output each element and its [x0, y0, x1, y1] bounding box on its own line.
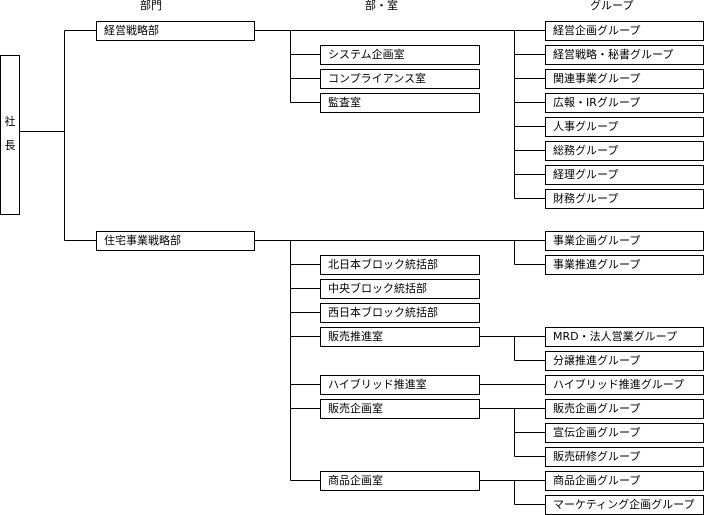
- department-box: 北日本ブロック統括部: [320, 255, 480, 275]
- division-box: 経営戦略部: [96, 21, 255, 41]
- department-box: 監査室: [320, 93, 480, 113]
- president-label-1: 社: [4, 115, 16, 128]
- group-box: ハイブリッド推進グループ: [545, 375, 704, 395]
- header-groups: グループ: [590, 0, 634, 12]
- department-box: 販売企画室: [320, 399, 480, 419]
- group-box: 販売研修グループ: [545, 447, 704, 467]
- group-box: 商品企画グループ: [545, 471, 704, 491]
- group-box: 人事グループ: [545, 117, 704, 137]
- group-box: 総務グループ: [545, 141, 704, 161]
- group-box: 分譲推進グループ: [545, 351, 704, 371]
- department-box: 商品企画室: [320, 471, 480, 491]
- header-departments: 部・室: [365, 0, 398, 12]
- president-box: 社 長: [0, 55, 20, 215]
- group-box: 事業推進グループ: [545, 255, 704, 275]
- header-divisions: 部門: [140, 0, 162, 12]
- group-box: 経営企画グループ: [545, 21, 704, 41]
- department-box: ハイブリッド推進室: [320, 375, 480, 395]
- group-box: 宣伝企画グループ: [545, 423, 704, 443]
- group-box: 経理グループ: [545, 165, 704, 185]
- department-box: コンプライアンス室: [320, 69, 480, 89]
- group-box: 事業企画グループ: [545, 231, 704, 251]
- group-box: 広報・IRグループ: [545, 93, 704, 113]
- department-box: 販売推進室: [320, 327, 480, 347]
- division-box: 住宅事業戦略部: [96, 231, 255, 251]
- group-box: MRD・法人営業グループ: [545, 327, 704, 347]
- president-label-2: 長: [4, 139, 16, 152]
- department-box: システム企画室: [320, 45, 480, 65]
- department-box: 西日本ブロック統括部: [320, 303, 480, 323]
- group-box: 財務グループ: [545, 189, 704, 209]
- department-box: 中央ブロック統括部: [320, 279, 480, 299]
- group-box: 販売企画グループ: [545, 399, 704, 419]
- group-box: 関連事業グループ: [545, 69, 704, 89]
- group-box: 経営戦略・秘書グループ: [545, 45, 704, 65]
- group-box: マーケティング企画グループ: [545, 495, 704, 515]
